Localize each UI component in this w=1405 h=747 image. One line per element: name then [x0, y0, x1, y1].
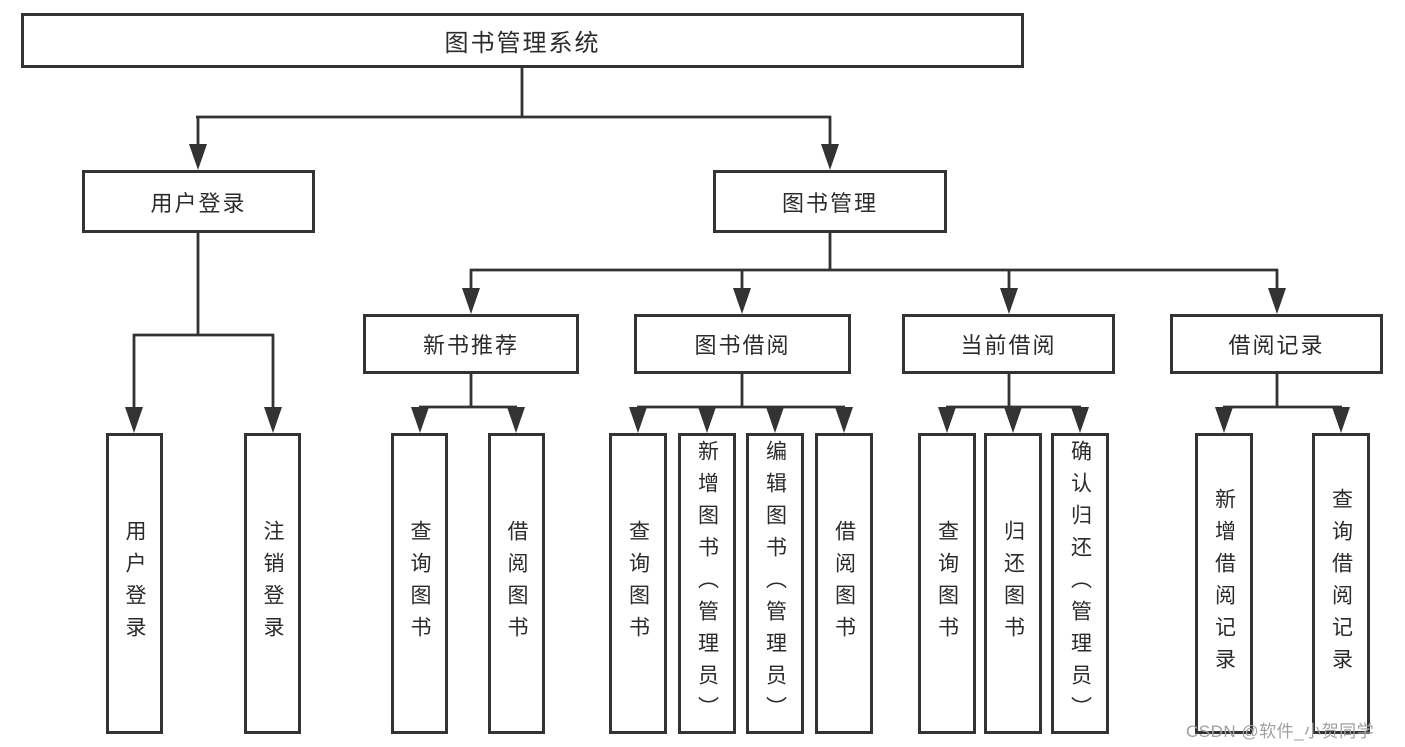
node-book-management: 图书管理 [713, 170, 947, 233]
leaf-label: 借阅图书 [832, 519, 856, 648]
leaf-label: 编辑图书（管理员） [763, 439, 787, 728]
leaf-label: 查询图书 [408, 519, 431, 648]
node-new-book-recommend: 新书推荐 [363, 314, 579, 374]
node-label: 新书推荐 [422, 333, 519, 358]
leaf-label: 注销登录 [261, 519, 284, 648]
leaf-query-borrow-record: 查询借阅记录 [1312, 433, 1370, 734]
node-current-borrow: 当前借阅 [902, 314, 1115, 374]
leaf-label: 查询图书 [626, 519, 650, 648]
leaf-add-books-admin: 新增图书（管理员） [678, 433, 736, 734]
leaf-user-login: 用户登录 [106, 433, 163, 734]
leaf-edit-books-admin: 编辑图书（管理员） [746, 433, 804, 734]
node-label: 图书管理系统 [444, 30, 601, 57]
csdn-watermark: CSDN @软件_小贺同学 [1186, 722, 1375, 741]
node-library-management-system: 图书管理系统 [21, 13, 1024, 68]
leaf-borrow-books: 借阅图书 [815, 433, 873, 734]
leaf-borrow-books-recommend: 借阅图书 [488, 433, 545, 734]
leaf-query-books-borrow: 查询图书 [609, 433, 667, 734]
node-label: 图书管理 [781, 190, 878, 216]
leaf-label: 借阅图书 [505, 519, 528, 648]
leaf-query-books-current: 查询图书 [918, 433, 976, 734]
leaf-query-books-recommend: 查询图书 [391, 433, 448, 734]
leaf-label: 新增借阅记录 [1212, 487, 1236, 680]
leaf-logout: 注销登录 [244, 433, 301, 734]
leaf-label: 查询借阅记录 [1329, 487, 1353, 680]
leaf-add-borrow-record: 新增借阅记录 [1195, 433, 1253, 734]
node-label: 借阅记录 [1228, 333, 1325, 358]
arrowhead-icons [125, 144, 1350, 433]
node-label: 图书借阅 [694, 333, 791, 358]
node-label: 用户登录 [150, 190, 247, 216]
leaf-label: 归还图书 [1001, 519, 1025, 648]
node-book-borrow: 图书借阅 [634, 314, 851, 374]
leaf-return-books: 归还图书 [984, 433, 1042, 734]
node-borrow-records: 借阅记录 [1170, 314, 1383, 374]
leaf-confirm-return-admin: 确认归还（管理员） [1051, 433, 1109, 734]
leaf-label: 用户登录 [123, 519, 146, 648]
leaf-label: 查询图书 [935, 519, 959, 648]
leaf-label: 新增图书（管理员） [695, 439, 719, 728]
node-user-login: 用户登录 [82, 170, 315, 233]
node-label: 当前借阅 [960, 333, 1057, 358]
leaf-label: 确认归还（管理员） [1068, 439, 1092, 728]
